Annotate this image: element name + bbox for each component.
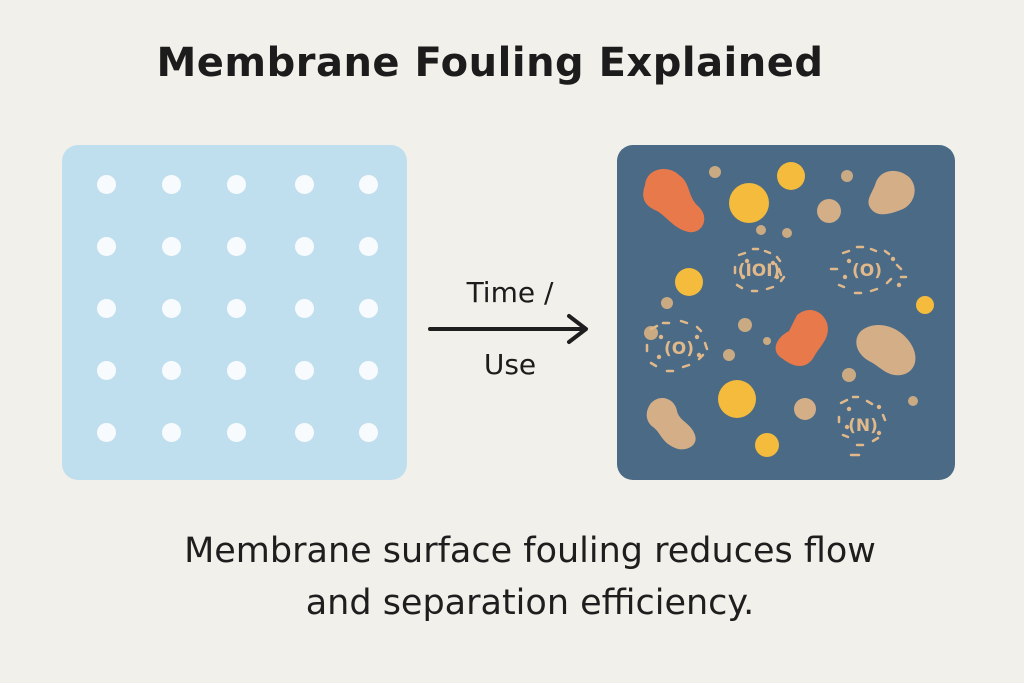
membrane-pore	[227, 423, 246, 442]
membrane-pore	[227, 299, 246, 318]
clean-membrane-panel	[62, 145, 407, 480]
membrane-pore	[359, 299, 378, 318]
membrane-pore	[162, 423, 181, 442]
membrane-pore	[295, 237, 314, 256]
tan-foulant-blob	[868, 170, 915, 215]
small-particle	[661, 297, 673, 309]
membrane-pore	[162, 361, 181, 380]
small-particle	[782, 228, 792, 238]
orange-foulant-blob	[775, 309, 828, 366]
arrow-label-time: Time /	[466, 276, 554, 309]
membrane-pore	[295, 299, 314, 318]
small-particle	[644, 326, 658, 340]
orange-foulant-blob	[643, 169, 705, 233]
membrane-pore	[227, 237, 246, 256]
membrane-pore	[295, 361, 314, 380]
small-particle	[842, 368, 856, 382]
tan-foulant-blob	[646, 397, 696, 450]
membrane-pore	[359, 423, 378, 442]
membrane-pore	[97, 361, 116, 380]
small-particle	[723, 349, 735, 361]
yellow-particle	[755, 433, 779, 457]
foulant-glyph-n: (N)	[848, 416, 878, 436]
membrane-pore	[162, 237, 181, 256]
caption: Membrane surface fouling reduces flow an…	[0, 525, 1024, 629]
small-particle	[738, 318, 752, 332]
membrane-pore	[97, 237, 116, 256]
small-particle	[908, 396, 918, 406]
small-particle	[709, 166, 721, 178]
yellow-particle	[916, 296, 934, 314]
membrane-pore	[97, 175, 116, 194]
membrane-pore	[295, 423, 314, 442]
yellow-particle	[729, 183, 769, 223]
yellow-particle	[718, 380, 756, 418]
foulant-glyph-o: (O)	[852, 261, 882, 281]
yellow-particle	[777, 162, 805, 190]
membrane-pore	[162, 175, 181, 194]
membrane-pore	[97, 423, 116, 442]
fouled-membrane-panel: (IOI) (O) (O) (N)	[617, 145, 955, 480]
membrane-pore	[227, 175, 246, 194]
membrane-pore	[359, 237, 378, 256]
membrane-pore	[359, 175, 378, 194]
pore-grid	[62, 145, 407, 480]
small-particle	[756, 225, 766, 235]
diagram-title: Membrane Fouling Explained	[156, 40, 824, 86]
membrane-pore	[162, 299, 181, 318]
foulant-glyph-o: (O)	[664, 339, 694, 359]
foulant-layer: (IOI) (O) (O) (N)	[643, 162, 934, 457]
microbial-cluster	[645, 245, 908, 457]
caption-line-1: Membrane surface fouling reduces flow	[184, 531, 876, 571]
membrane-pore	[227, 361, 246, 380]
small-particle	[841, 170, 853, 182]
small-particle	[763, 337, 771, 345]
arrow-label-use: Use	[483, 348, 537, 381]
tan-particle	[794, 398, 816, 420]
tan-particle	[817, 199, 841, 223]
membrane-pore	[295, 175, 314, 194]
membrane-pore	[359, 361, 378, 380]
tan-foulant-blob	[856, 325, 916, 376]
membrane-pore	[97, 299, 116, 318]
caption-line-2: and separation efficiency.	[305, 583, 755, 623]
foulant-glyph-ioi: (IOI)	[738, 261, 781, 281]
microbial-cluster-dots	[656, 256, 902, 436]
right-arrow-icon	[428, 314, 588, 344]
yellow-particle	[675, 268, 703, 296]
